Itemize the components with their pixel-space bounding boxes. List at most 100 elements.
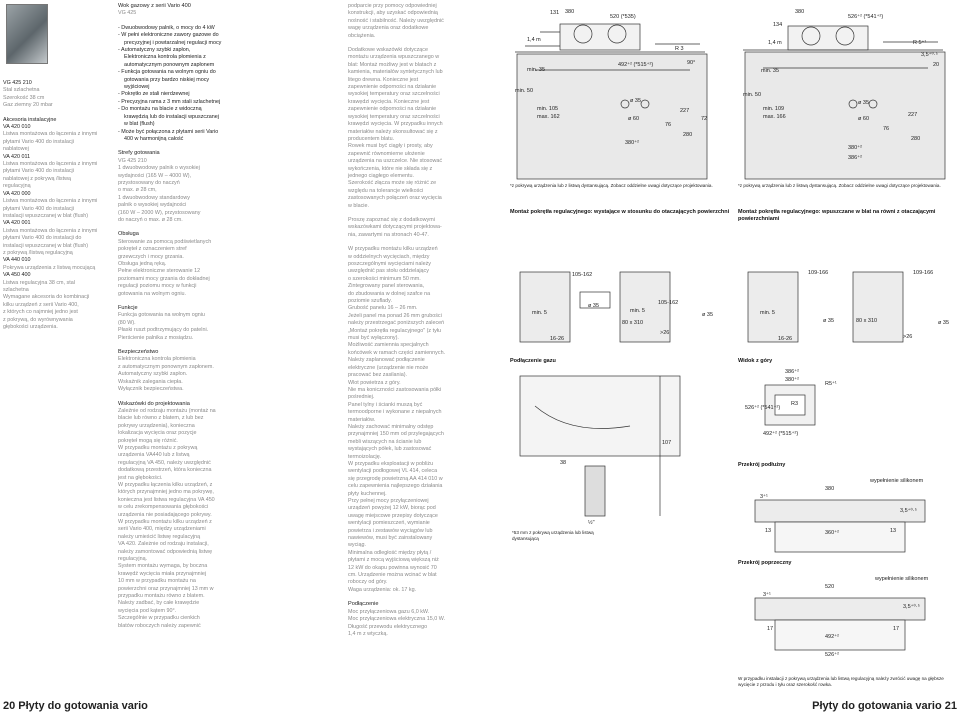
dim-min50-2: min. 50 — [743, 92, 761, 98]
footer-right: Płyty do gotowania vario 21 — [812, 700, 957, 712]
dim-26-b: >26 — [903, 334, 912, 340]
text-line: Minimalna odległość między płytą / — [348, 549, 432, 556]
text-line: w blacie. — [348, 202, 369, 209]
text-line: wskazówkami dotyczącymi projektowa- — [348, 224, 442, 231]
dim-cable: 1,4 m — [527, 37, 541, 43]
text-line: nia, zawartymi na stronach 40-47. — [348, 231, 429, 238]
fig2-note: *z pokrywą urządzenia lub z listwą dysta… — [738, 183, 941, 188]
feature-item: Funkcja gotowania na wolnym ogniu do got… — [118, 69, 224, 91]
section-line: (160 W – 2000 W), przystosowany — [118, 209, 201, 216]
silicone-fill-label-2: wypełnienie silikonem — [874, 576, 929, 582]
dim-half-inch: ½" — [588, 519, 595, 526]
section-line: urządzenia VA440 lub z listwą — [118, 452, 190, 459]
product-column: Wok gazowy z serii Vario 400 VG 425 Dwuo… — [118, 3, 224, 630]
dim-13-b: 13 — [890, 528, 896, 534]
gas-connection-title: Podłączenie gazu — [510, 358, 556, 364]
text-line: Akcesoria instalacyjne — [3, 116, 57, 123]
section-line: Elektroniczna kontrola płomienia — [118, 356, 196, 363]
dim-min5-b: min. 5 — [630, 308, 645, 314]
section-heading: Bezpieczeństwo — [118, 349, 159, 356]
fig1-title: Montaż pokrętła regulacyjnego: wystające… — [510, 209, 730, 215]
text-line: 12 kW do okapu powinna wynosić 70 — [348, 564, 437, 571]
text-line: VA 420 000 — [3, 190, 31, 197]
section-heading: Wskazówki do projektowania — [118, 400, 190, 407]
feature-item: Do montażu na blacie z widoczną krawędzi… — [118, 106, 224, 128]
text-line: nablatowej z pokrywą /listwą — [3, 175, 72, 182]
section-line: Obsługa jedną ręką. — [118, 261, 167, 267]
text-line: poszczególnymi wycięciami należy — [348, 261, 431, 267]
text-line: Listwa montażowa do łączenia z innymi — [3, 198, 98, 205]
text-line: wysokiej temperatury oraz szczelności — [348, 113, 440, 120]
dim-d60: ø 60 — [628, 116, 639, 122]
text-line: Podłączenie — [348, 601, 379, 608]
section-line: VG 425 210 — [118, 157, 147, 164]
section-line: Funkcja gotowania na wolnym ogniu — [118, 312, 205, 319]
section-line: przystosowany do naczyń — [118, 179, 180, 186]
dim-d35-4: ø 35 — [702, 312, 713, 318]
fig2-title: Montaż pokrętła regulacyjnego: wpuszczan… — [738, 209, 936, 222]
dim-105-162-b: 105-162 — [658, 300, 678, 306]
text-line: Szerokość złącza może się różnić ze — [348, 180, 437, 187]
section-line: przypadku montażu równo z blatem. — [118, 593, 205, 600]
section-line: jest na głębokości. — [118, 474, 163, 481]
section-line: Pełne elektroniczne sterowanie 12 — [118, 268, 201, 275]
dim-20: 20 — [933, 62, 939, 68]
feature-list: Dwuobwodowy palnik, o mocy do 4 kWW pełn… — [118, 25, 224, 144]
section-line: krawędź wycięcia miała przynajmniej — [118, 570, 207, 577]
section-line: W przypadku łączenia kilku urządzeń, z — [118, 481, 213, 488]
text-line: Listwa regulacyjna 38 cm, stal — [3, 279, 75, 286]
text-line: Nie ma koniczności zastosowania półki — [348, 386, 442, 393]
text-line: Grubość panelu 16 – 26 mm. — [348, 305, 418, 312]
text-line: zapewnienie odporności na działanie — [348, 84, 437, 91]
feature-item: Precyzyjna rama z 3 mm stali szlachetnej — [118, 99, 224, 106]
section-line: pokręteł mogą się różnić. — [118, 437, 178, 444]
dim-17-b: 17 — [893, 626, 899, 632]
text-line: do zbudowania w dolnej szafce na — [348, 290, 431, 297]
dim-3-5-b: 3,5⁺⁰·⁵ — [900, 507, 917, 514]
gas-note: *53 mm z pokrywą urządzenia lub listwą d… — [512, 530, 594, 541]
dim-380-e: 380 — [825, 486, 834, 492]
dim-280: 280 — [683, 132, 692, 138]
text-line: Długość przewodu elektrycznego — [348, 623, 428, 630]
dim-76-2: 76 — [883, 126, 889, 132]
text-line: urządzenia na uszczelce. Nie stosować — [348, 158, 443, 165]
text-line: w oddzielnych wycięciach, między — [348, 253, 430, 260]
dim-134: 134 — [773, 22, 782, 28]
text-line: urządzeń powyżej 12 kW, biorąc pod — [348, 505, 436, 512]
text-line: płytami z mocą wyjściową większą niż — [348, 557, 439, 564]
dim-d35-5: ø 35 — [823, 318, 834, 324]
section-line: urządzenia nie posiadającego pokrywy. — [118, 511, 212, 518]
dim-d60-2: ø 60 — [858, 116, 869, 122]
section-line: Wyłącznik bezpieczeństwa. — [118, 386, 184, 393]
text-line: Listwa montażowa do łączenia z innymi — [3, 227, 98, 234]
text-line: Gaz ziemny 20 mbar — [3, 102, 53, 109]
text-line: termoizolację. — [348, 453, 382, 460]
section-line: konieczna jest listwa regulacyjna VA 450 — [118, 496, 215, 503]
knob-detail-right: 109-166 min. 5 ø 35 16-26 80 x 310 109-1… — [747, 270, 949, 343]
dim-min35-2: min. 35 — [761, 68, 779, 74]
text-line: kilku urządzeń z serii Vario 400, — [3, 301, 79, 308]
dim-26: >26 — [660, 330, 669, 336]
section-line: Sterowanie za pomocą podświetlanych — [118, 238, 212, 245]
section-line: w celu zrekompensowania głębokości — [118, 504, 209, 511]
text-line: z pokrywą, do wyrównywania — [3, 316, 73, 323]
text-line: Należy zachować minimalny odstęp — [348, 423, 434, 430]
section-line: regulacyjną. — [118, 556, 148, 563]
text-line: VA 420 011 — [3, 153, 31, 160]
section-line: (80 W). — [118, 319, 136, 326]
section-line: należy umieścić listwę regulacyjną — [118, 533, 201, 540]
section-heading: Funkcje — [118, 305, 138, 312]
section-line: pokręteł z oznaczeniem stref — [118, 246, 187, 253]
section-line: wycięcia pod kątem 90°. — [118, 607, 177, 614]
section-heading: Obsługa — [118, 231, 139, 238]
text-line: musi być wyłączony). — [348, 335, 399, 342]
dim-76: 76 — [665, 122, 671, 128]
text-line: kamienia, materiałów syntetycznych lub — [348, 69, 443, 76]
dim-3-1: 3⁺¹ — [760, 493, 768, 500]
cross-section-title: Przekrój poprzeczny — [738, 560, 792, 566]
dim-d35: ø 35 — [630, 98, 641, 104]
section-line: Płaski ruszt podtrzymujący do patelni. — [118, 327, 209, 334]
text-line: blat: Montaż możliwy jest w blatach z — [348, 61, 437, 68]
section-line: powierzchni oraz przynajmniej 13 mm w — [118, 585, 214, 592]
dim-3-5: 3,5⁺⁰·⁵ — [921, 51, 938, 58]
